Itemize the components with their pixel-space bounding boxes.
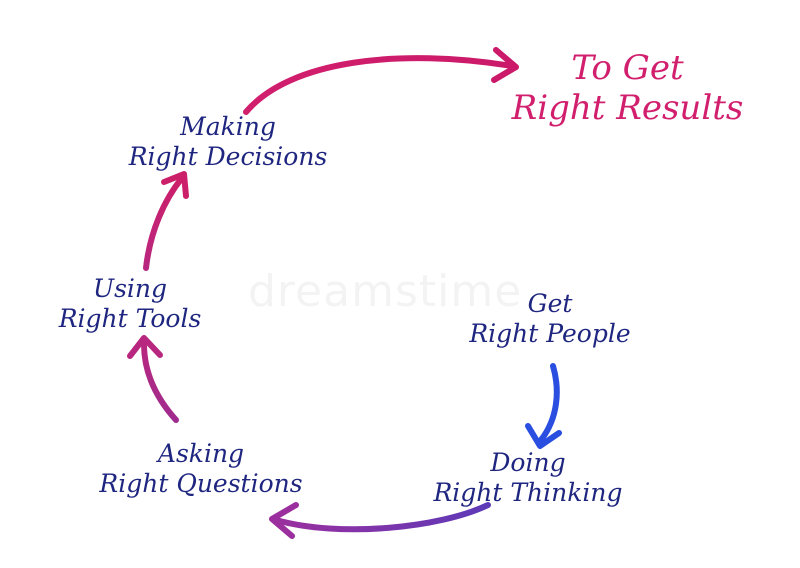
step-making-line-2: Right Decisions [128, 142, 328, 171]
step-using-line-1: Using [93, 274, 167, 303]
goal-line-1: To Get [571, 48, 684, 88]
step-doing-thinking: Doing Right Thinking [408, 448, 648, 508]
step-asking-line-2: Right Questions [99, 469, 303, 498]
step-get-line-1: Get [527, 289, 573, 318]
arrow-people-to-thinking [525, 363, 562, 449]
step-get-people: Get Right People [452, 289, 648, 349]
step-making-line-1: Making [180, 112, 276, 141]
step-asking-questions: Asking Right Questions [78, 439, 324, 499]
step-asking-line-1: Asking [157, 439, 245, 468]
arrow-tools-to-decisions [143, 171, 189, 271]
arrow-questions-to-tools [127, 335, 179, 423]
arrow-thinking-to-questions [269, 502, 491, 539]
step-using-tools: Using Right Tools [38, 274, 222, 334]
arrow-decisions-to-results [243, 47, 519, 115]
step-using-line-2: Right Tools [58, 304, 202, 333]
step-doing-line-1: Doing [490, 448, 566, 477]
step-doing-line-2: Right Thinking [433, 478, 623, 507]
goal-line-2: Right Results [511, 88, 744, 128]
watermark-text: dreamstime [248, 266, 522, 317]
goal-label: To Get Right Results [485, 48, 770, 128]
step-making-decisions: Making Right Decisions [108, 112, 348, 172]
step-get-line-2: Right People [469, 319, 631, 348]
